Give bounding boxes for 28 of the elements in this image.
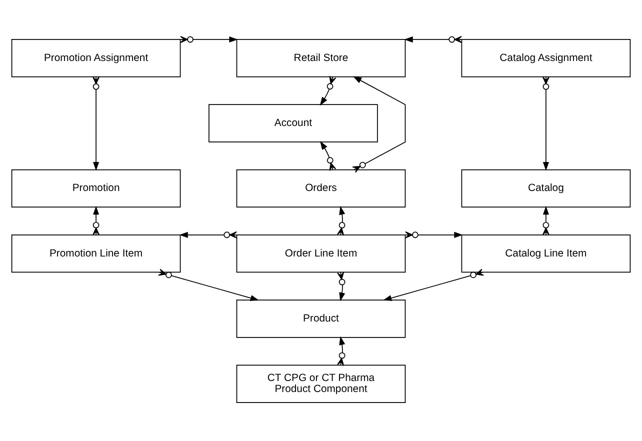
arrow xyxy=(382,268,484,300)
node-box: Promotion Assignment xyxy=(11,38,181,77)
node-box: Catalog xyxy=(461,168,631,208)
node-box: Retail Store xyxy=(236,38,406,77)
node-box: Account xyxy=(208,104,378,142)
arrow xyxy=(337,206,346,236)
node-box: Product xyxy=(236,299,406,338)
arrow xyxy=(180,36,238,43)
node-box: Orders xyxy=(236,168,406,208)
arrow xyxy=(337,271,346,301)
node-box: Order Line Item xyxy=(236,234,406,272)
node-box: Promotion Line Item xyxy=(11,234,181,272)
arrow xyxy=(320,140,336,171)
arrow xyxy=(92,76,100,170)
arrow xyxy=(158,268,260,300)
arrow xyxy=(404,36,462,43)
arrow xyxy=(337,336,346,366)
arrow xyxy=(542,76,550,170)
arrow xyxy=(320,75,336,106)
node-box: Promotion xyxy=(11,168,181,208)
arrow xyxy=(542,205,550,235)
arrow xyxy=(352,76,406,172)
node-box: Catalog Assignment xyxy=(461,38,631,77)
arrow xyxy=(179,230,238,238)
node-box: CT CPG or CT Pharma Product Component xyxy=(236,364,406,402)
arrow xyxy=(405,230,463,238)
arrow xyxy=(92,205,100,235)
node-box: Catalog Line Item xyxy=(461,234,631,272)
